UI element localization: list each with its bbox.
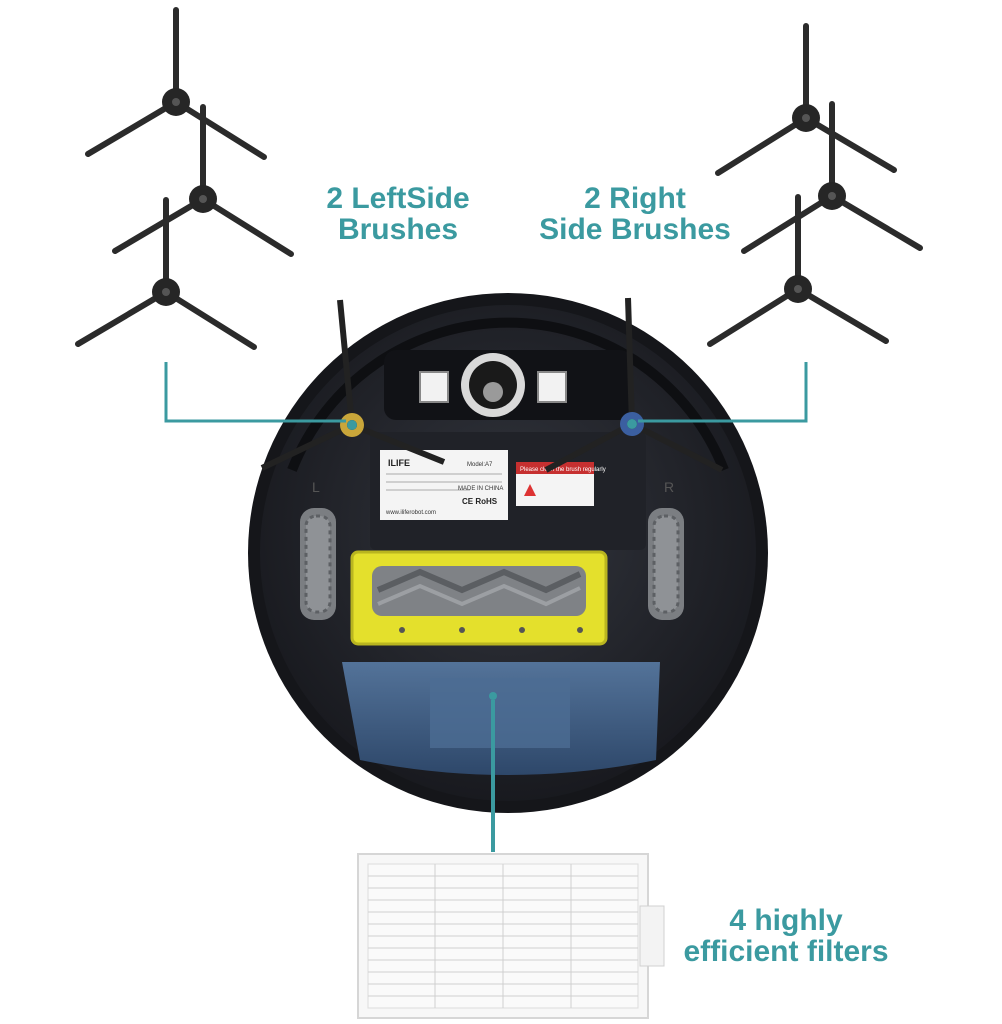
- left-brushes-label-line2: Brushes: [337, 213, 459, 246]
- left-brush-3: [78, 200, 254, 347]
- filters-label: 4 highly efficient filters: [676, 905, 896, 967]
- robot-cert-text: CE RoHS: [462, 497, 498, 506]
- filters-label-line2: efficient filters: [683, 935, 889, 968]
- left-brushes-label-line1: 2 LeftSide: [326, 182, 470, 215]
- robot-website-text: www.iliferobot.com: [385, 510, 436, 516]
- robot-model-text: Model:A7: [467, 462, 493, 468]
- robot-vacuum-bottom: ILIFE Model:A7 MADE IN CHINA CE RoHS www…: [248, 293, 768, 813]
- hepa-filter: [357, 853, 665, 1019]
- right-brushes-label: 2 Right Side Brushes: [530, 183, 740, 245]
- left-brush-1: [88, 10, 264, 157]
- left-brush-2: [115, 107, 291, 254]
- connector-lines: [164, 362, 808, 852]
- right-brushes-label-line2: Side Brushes: [539, 213, 731, 246]
- right-brush-1: [718, 26, 894, 173]
- left-mark-text: L: [312, 479, 320, 495]
- robot-made-in-text: MADE IN CHINA: [458, 486, 503, 492]
- right-brushes-label-line1: 2 Right: [584, 182, 686, 215]
- robot-warning-text: Please clean the brush regularly: [520, 467, 606, 473]
- mounted-left-brush: [260, 299, 446, 471]
- robot-brand-text: ILIFE: [388, 458, 410, 468]
- right-mark-text: R: [664, 479, 674, 495]
- right-brush-2: [744, 104, 920, 251]
- left-brushes-label: 2 LeftSide Brushes: [318, 183, 478, 245]
- filters-label-line1: 4 highly: [729, 904, 843, 937]
